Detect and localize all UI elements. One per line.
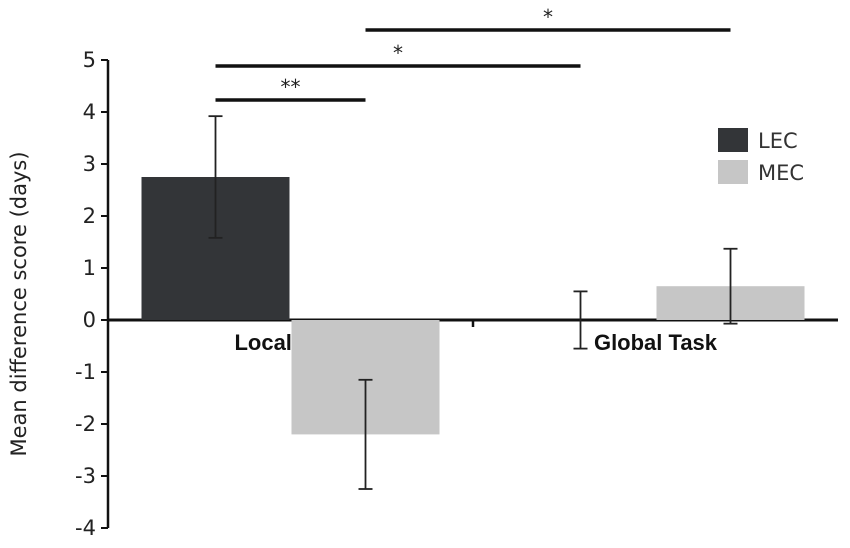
significance-bracket: * [365, 5, 731, 32]
y-tick-label: 1 [83, 256, 96, 280]
y-tick-label: 0 [83, 308, 96, 332]
significance-bracket: * [215, 41, 581, 68]
error-bar [208, 115, 223, 239]
y-tick-label: 2 [83, 204, 96, 228]
x-category-label: Global Task [594, 330, 718, 355]
significance-label: ** [281, 75, 301, 99]
y-tick-label: 3 [83, 152, 96, 176]
legend-label: LEC [758, 129, 798, 153]
legend-label: MEC [758, 161, 804, 185]
error-bar [358, 378, 373, 490]
significance-brackets: **** [215, 5, 731, 102]
error-bars [208, 115, 738, 490]
error-bar [723, 247, 738, 325]
y-tick-label: 4 [83, 100, 96, 124]
y-tick-label: -4 [75, 516, 96, 540]
legend-swatch [718, 160, 748, 184]
axes: 5 4 3 2 1 0 -1 -2 -3 -4 Mean difference score (day… [7, 48, 838, 540]
y-tick-label: -3 [75, 464, 96, 488]
legend-item-mec: MEC [718, 160, 804, 185]
legend-item-lec: LEC [718, 128, 798, 153]
significance-label: * [543, 5, 553, 29]
y-tick-label: -2 [75, 412, 96, 436]
y-tick-label: 5 [83, 48, 96, 72]
y-tick-label: -1 [75, 360, 96, 384]
y-axis-title: Mean difference score (days) [7, 151, 31, 456]
significance-bracket: ** [215, 75, 366, 102]
legend: LEC MEC [718, 128, 804, 185]
legend-swatch [718, 128, 748, 152]
bars [141, 177, 805, 435]
error-bar [573, 290, 588, 350]
significance-label: * [393, 41, 403, 65]
